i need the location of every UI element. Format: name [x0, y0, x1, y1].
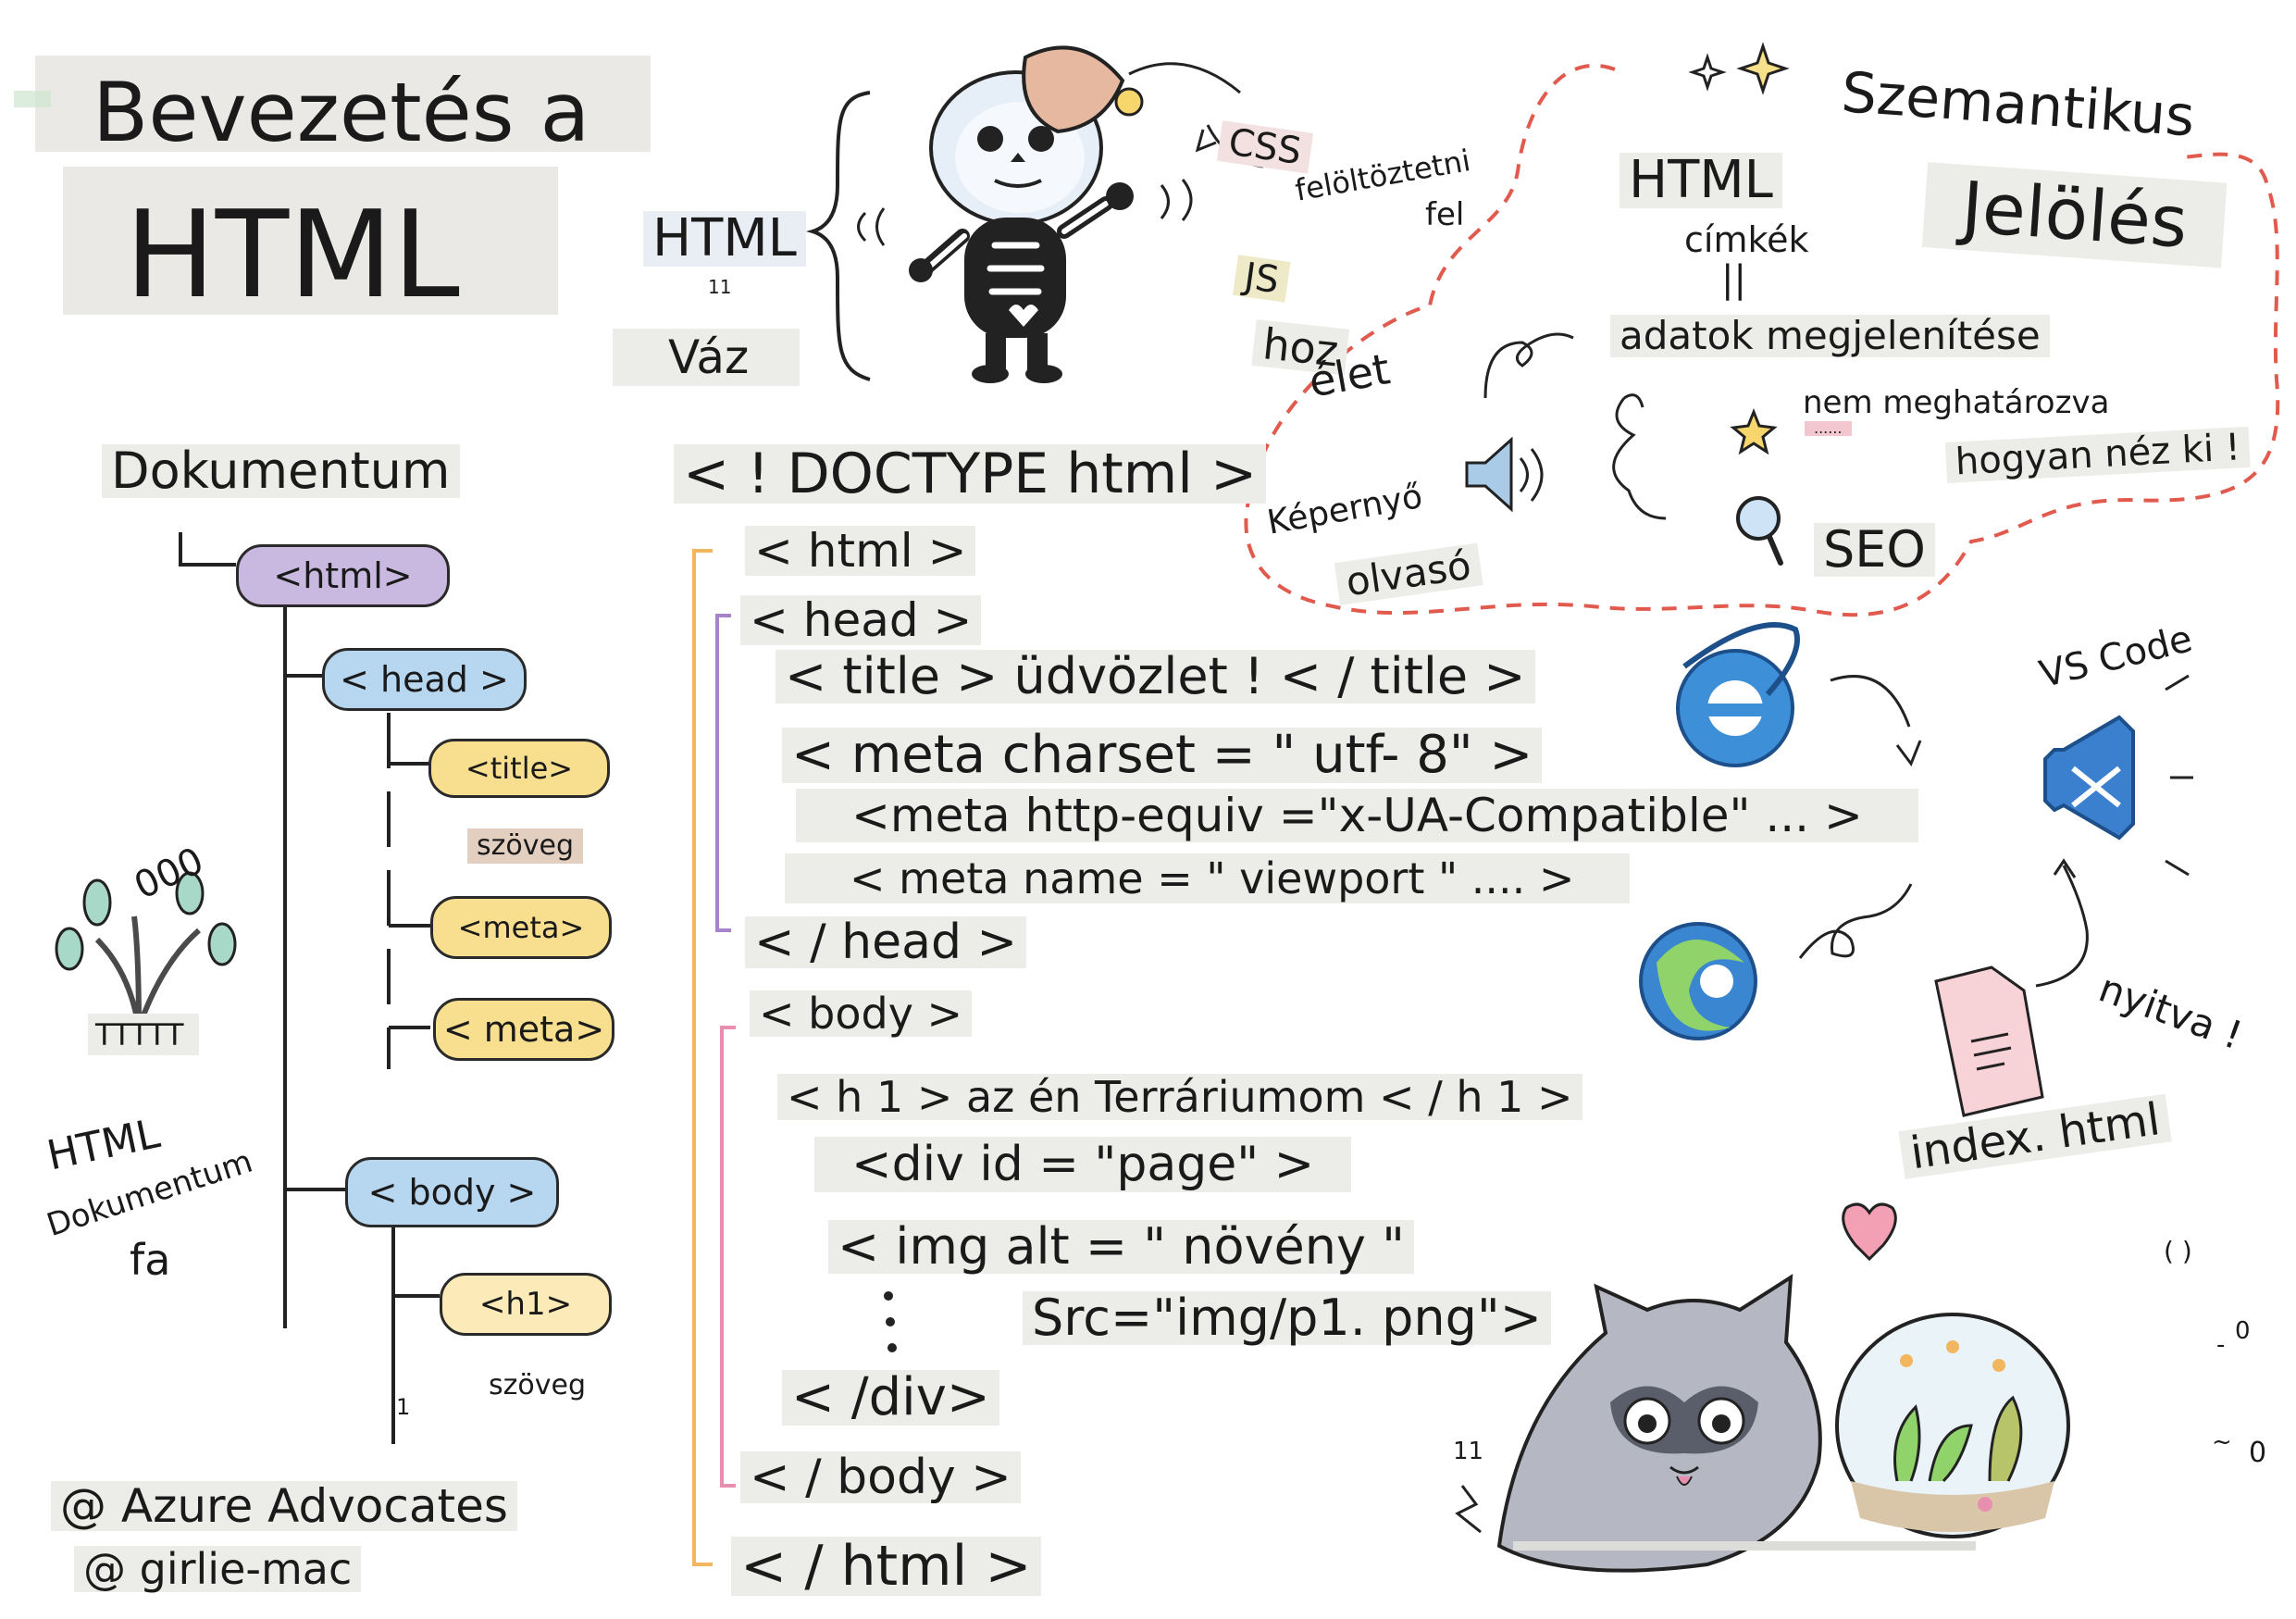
code-head-open: < head > — [740, 595, 982, 645]
skeleton-number: 11 — [708, 276, 732, 298]
vscode-rays — [2165, 674, 2193, 877]
code-img-src: Src="img/p1. png"> — [1023, 1291, 1551, 1345]
dot-3 — [887, 1343, 897, 1352]
raccoon-number: 11 — [1453, 1438, 1484, 1465]
html-tags-label-1: HTML — [1620, 153, 1782, 208]
body-bracket — [720, 1026, 736, 1488]
code-title-line: < title > üdvözlet ! < / title > — [776, 650, 1535, 704]
css-description-2: fel — [1425, 196, 1465, 233]
code-meta-http-equiv: <meta http-equiv ="x-UA-Compatible" ... … — [796, 789, 1918, 842]
title-line-1: Bevezetés a — [93, 65, 590, 160]
scribble-mark-2: 0 — [2235, 1317, 2251, 1345]
tree-body-node: < body > — [345, 1157, 559, 1227]
code-div-close: < /div> — [782, 1370, 999, 1426]
edge-icon — [1639, 922, 1757, 1040]
ie-icon — [1676, 622, 1800, 767]
arrow-ie — [1830, 675, 1911, 728]
code-html-open: < html > — [745, 526, 976, 576]
arrow-edge — [1798, 883, 1913, 959]
html-tags-label-2: címkék — [1684, 219, 1809, 260]
wave-marks-left — [857, 207, 886, 246]
scribble-mark-4: 0 — [2249, 1437, 2267, 1469]
seo-label: SEO — [1814, 523, 1935, 577]
scribble-mark-5: - — [2216, 1331, 2226, 1359]
credit-azure: @ Azure Advocates — [51, 1481, 517, 1531]
arrow-open — [2035, 865, 2089, 988]
tree-root-label: Dokumentum — [102, 444, 460, 498]
vscode-icon — [2043, 715, 2135, 841]
title-chip-1 — [35, 56, 651, 152]
tree-lines — [179, 532, 440, 1444]
code-h1-line: < h 1 > az én Terráriumom < / h 1 > — [777, 1074, 1582, 1120]
tree-meta-node-1: <meta> — [430, 896, 612, 959]
plant-pot-label: TTTTT — [95, 1017, 184, 1052]
title-line-2: HTML — [125, 184, 460, 325]
semantic-cloud-border — [1244, 63, 2280, 617]
title-tape — [14, 91, 51, 107]
speaker-icon — [1465, 436, 1544, 513]
arrow-js-head — [1195, 129, 1217, 153]
file-icon — [1934, 965, 2044, 1117]
tree-html-node: <html> — [236, 544, 450, 607]
dot-2 — [886, 1317, 895, 1326]
code-img-line: < img alt = " növény " — [828, 1220, 1414, 1274]
skeleton-brace — [805, 91, 871, 381]
tree-number-one: 1 — [396, 1394, 411, 1420]
code-html-close: < / html > — [731, 1537, 1041, 1596]
star-icon — [1730, 407, 1778, 455]
sparkle-icons — [1688, 42, 1790, 95]
code-body-open: < body > — [750, 990, 973, 1037]
html-bracket — [692, 549, 713, 1566]
doc-tree-label-3: fa — [130, 1235, 171, 1285]
head-bracket — [715, 614, 731, 932]
arrow-ie-head — [1895, 740, 1922, 767]
scribble-mark-1: ( ) — [2164, 1236, 2192, 1266]
arrow-screenreader — [1483, 332, 1574, 399]
heart-icon — [1842, 1202, 1897, 1262]
tree-h1-node: <h1> — [440, 1273, 612, 1336]
credit-girlie: @ girlie-mac — [74, 1546, 362, 1592]
code-body-close: < / body > — [740, 1451, 1021, 1503]
equals-mark: || — [1721, 258, 1746, 301]
terrarium-illustration — [1835, 1313, 2070, 1538]
dot-1 — [884, 1291, 893, 1301]
skeleton-illustration — [909, 45, 1241, 383]
undefined-label: nem meghatározva — [1803, 384, 2110, 421]
undefined-dots: ...... — [1805, 421, 1852, 436]
tree-meta-node-2: < meta> — [433, 998, 614, 1061]
wave-marks-right — [1160, 179, 1193, 221]
tree-h1-text: szöveg — [489, 1369, 586, 1401]
tree-head-node: < head > — [322, 648, 527, 711]
skeleton-html-label: HTML — [643, 211, 806, 267]
tree-title-text: szöveg — [467, 828, 583, 864]
plant-illustration — [55, 871, 237, 1055]
skeleton-vaz-label: Váz — [613, 329, 800, 386]
code-meta-viewport: < meta name = " viewport " .... > — [785, 853, 1631, 903]
title-chip-2 — [63, 167, 558, 315]
js-label: JS — [1232, 255, 1291, 303]
code-doctype: < ! DOCTYPE html > — [674, 444, 1267, 504]
code-head-close: < / head > — [745, 916, 1027, 968]
code-div-open: <div id = "page" > — [814, 1137, 1352, 1192]
magnifier-icon — [1736, 496, 1783, 566]
data-display-label: adatok megjelenítése — [1610, 315, 2050, 357]
raccoon-illustration — [1455, 1274, 1822, 1573]
seo-curve — [1612, 393, 1667, 520]
tree-title-node: <title> — [428, 739, 610, 798]
js-description-2: élet — [1305, 343, 1394, 407]
scribble-mark-3: ~ — [2212, 1428, 2232, 1456]
arrow-open-head — [2053, 858, 2077, 878]
code-meta-charset: < meta charset = " utf- 8" > — [782, 728, 1543, 783]
